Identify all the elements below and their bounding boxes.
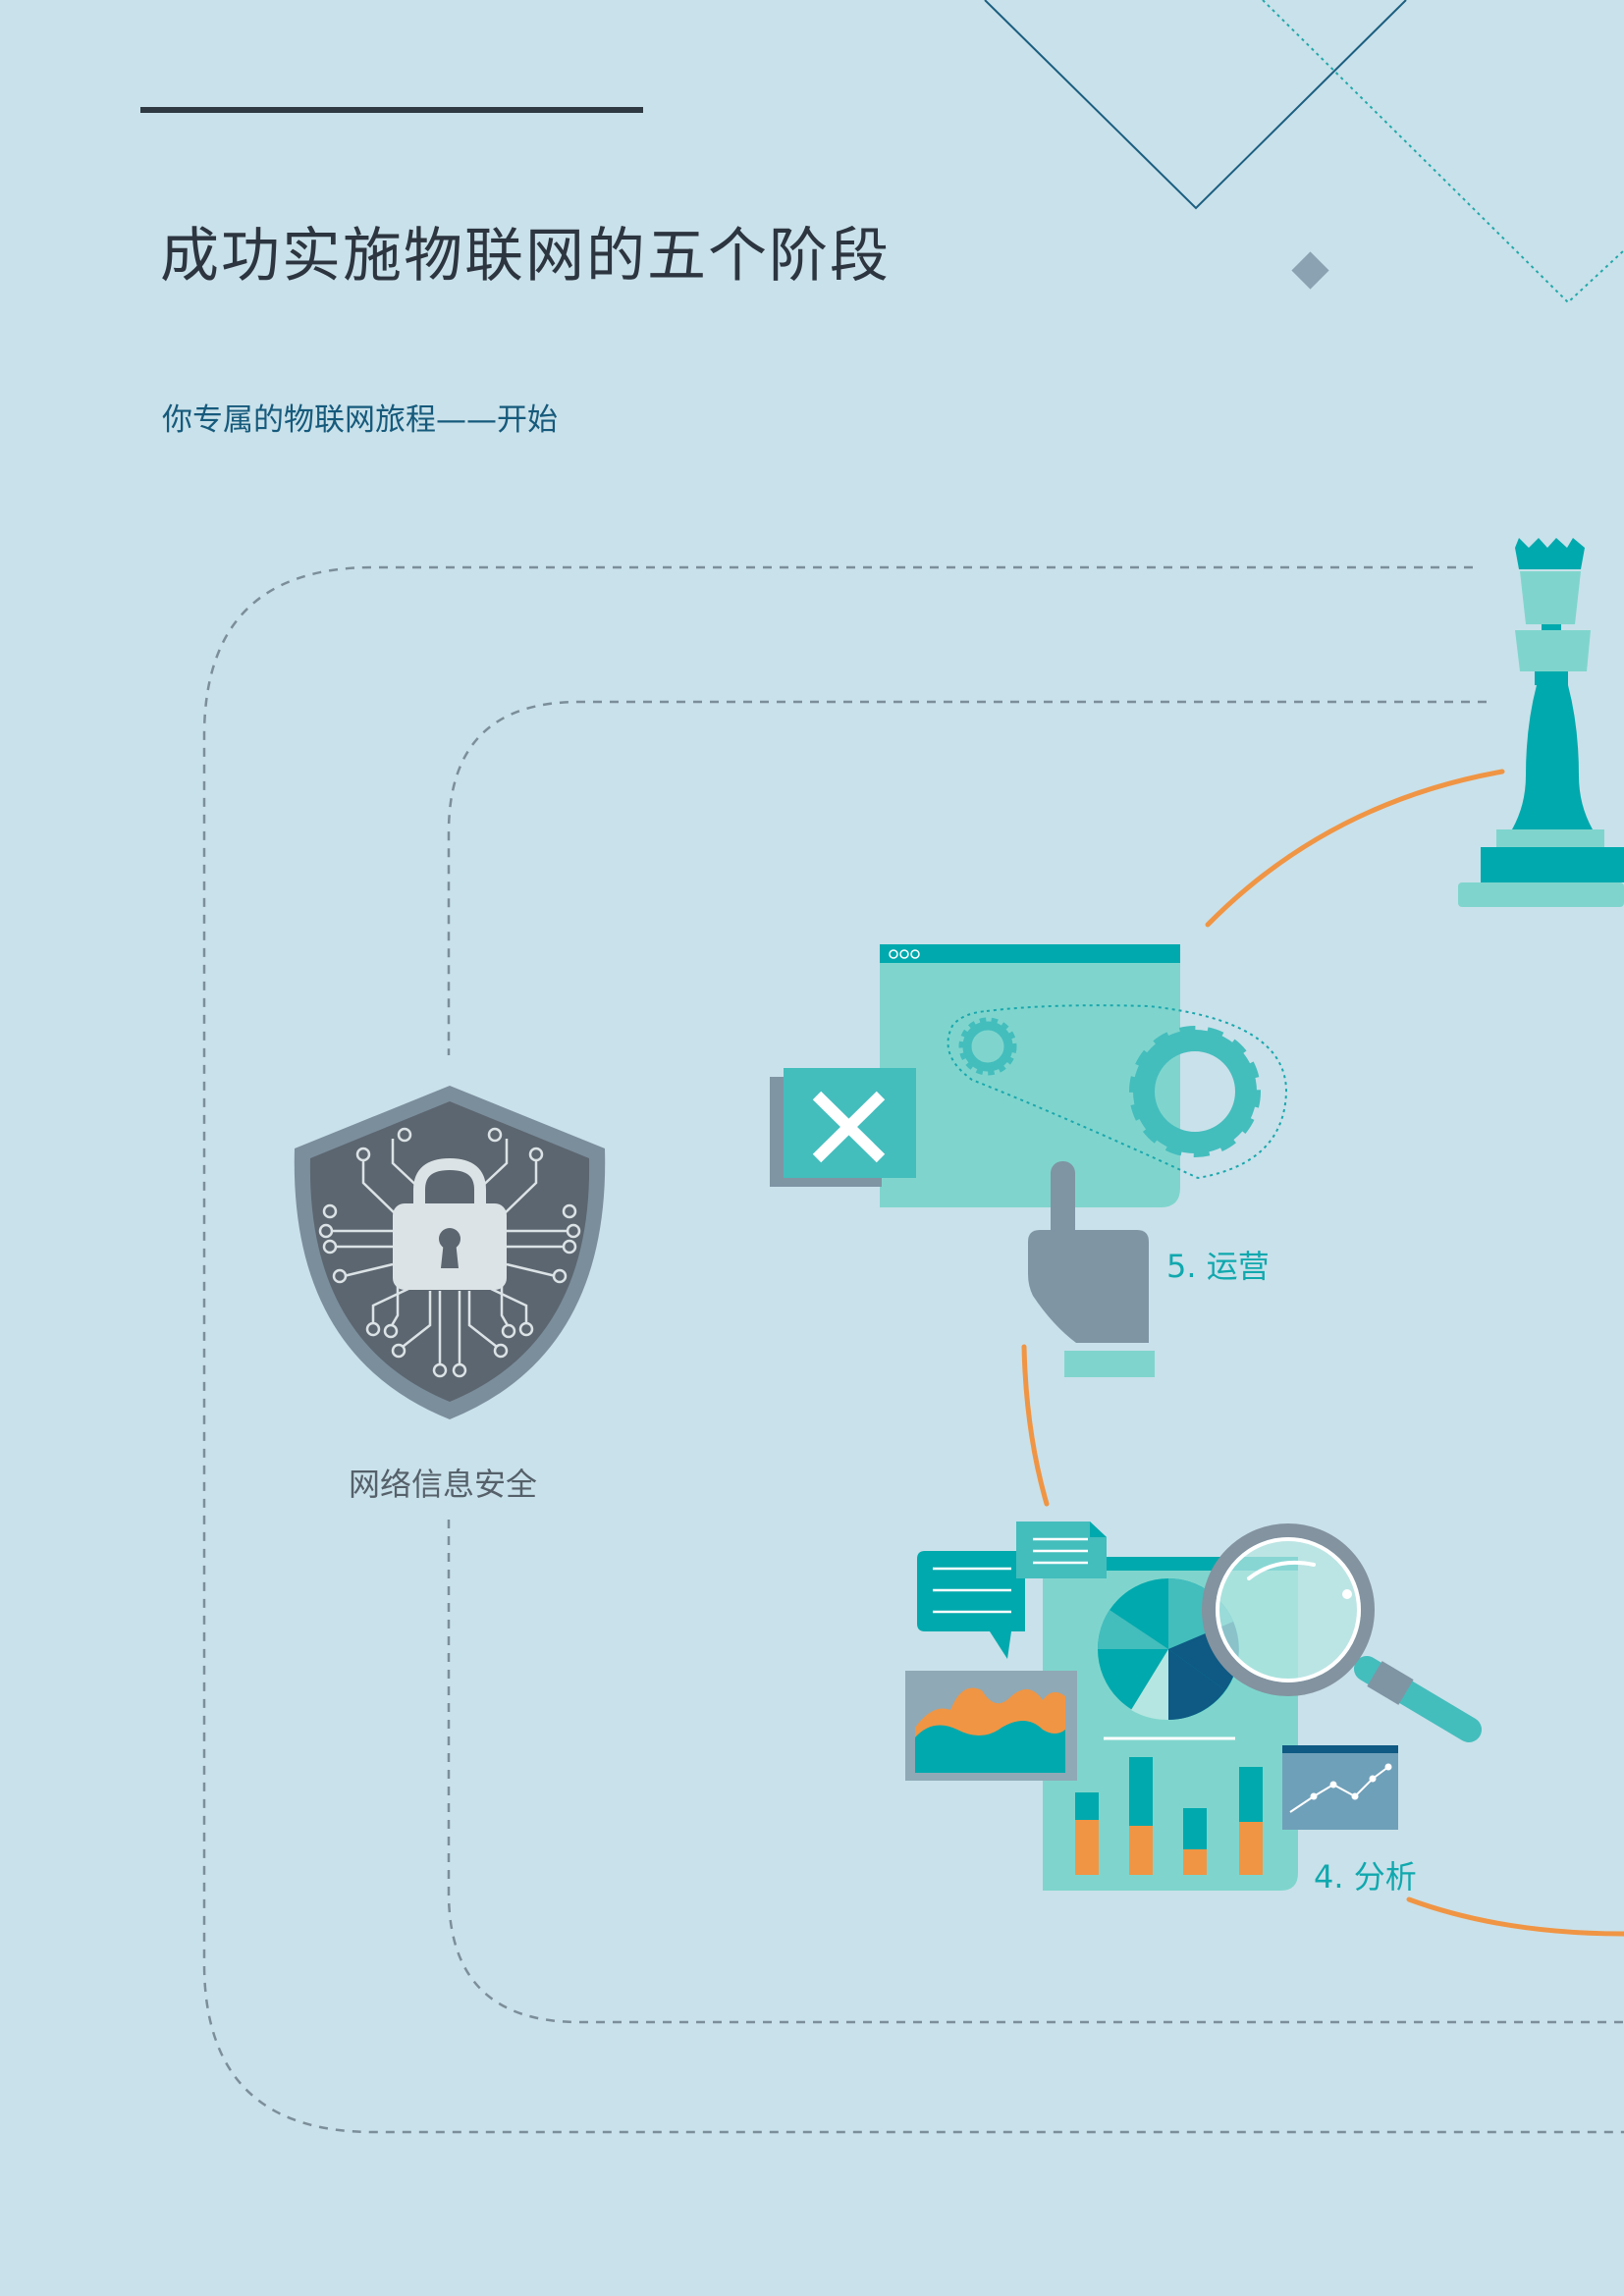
security-label: 网络信息安全	[349, 1466, 538, 1503]
corner-decoration	[984, 0, 1624, 304]
bar-chart	[1075, 1757, 1263, 1875]
pointing-hand-icon	[1028, 1161, 1155, 1377]
settings-dashboard-icon	[880, 944, 1288, 1207]
magnifying-glass-icon	[1202, 1523, 1482, 1742]
title-rule	[140, 107, 643, 113]
page-subtitle: 你专属的物联网旅程——开始	[162, 402, 558, 438]
area-chart-icon	[905, 1671, 1077, 1781]
shield-lock-icon	[294, 1086, 606, 1419]
journey-paths	[202, 565, 1624, 2134]
close-icon	[770, 1068, 916, 1187]
small-gear-icon	[958, 1017, 1017, 1076]
stage-operations-label: 5. 运营	[1166, 1248, 1270, 1285]
chess-queen-icon	[1458, 538, 1624, 907]
document-icon	[1016, 1522, 1107, 1578]
chat-bubble-icon	[917, 1551, 1025, 1659]
page-title: 成功实施物联网的五个阶段	[160, 222, 891, 291]
line-chart-icon	[1282, 1745, 1398, 1830]
analytics-report-icon	[905, 1522, 1482, 1891]
diamond-shape	[1291, 251, 1329, 290]
stage-analysis-label: 4. 分析	[1314, 1858, 1417, 1896]
orange-connectors	[1021, 769, 1624, 1937]
